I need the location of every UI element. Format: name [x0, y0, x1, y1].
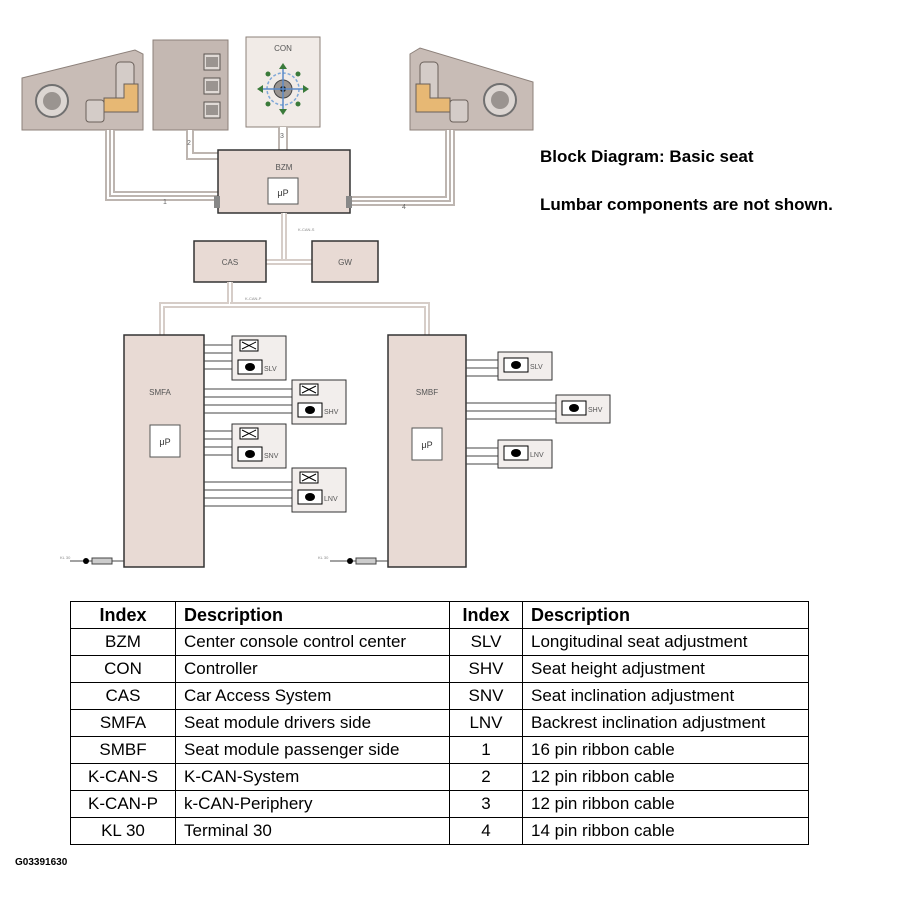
- smfa-label: SMFA: [149, 388, 171, 397]
- ribbon-3-label: 3: [280, 133, 284, 140]
- header-index-2: Index: [449, 601, 523, 629]
- description-cell: Seat inclination adjustment: [522, 682, 809, 710]
- index-table: Index Description Index Description BZM …: [70, 601, 809, 845]
- index-cell: 4: [449, 817, 523, 845]
- description-cell: 12 pin ribbon cable: [522, 763, 809, 791]
- header-description-1: Description: [175, 601, 450, 629]
- smfa-slv-label: SLV: [264, 366, 277, 373]
- description-cell: Center console control center: [175, 628, 450, 656]
- header-description-2: Description: [522, 601, 809, 629]
- index-cell: BZM: [70, 628, 176, 656]
- smfa-snv-motor: SNV: [231, 423, 287, 469]
- smbf-module: SMBF μP: [387, 334, 467, 568]
- table-row: BZM Center console control center SLV Lo…: [70, 628, 809, 656]
- description-cell: 16 pin ribbon cable: [522, 736, 809, 764]
- ribbon-2-label: 2: [187, 140, 191, 147]
- passenger-seat-switch-panel: [409, 47, 534, 131]
- index-cell: K-CAN-P: [70, 790, 176, 818]
- index-cell: LNV: [449, 709, 523, 737]
- index-cell: 1: [449, 736, 523, 764]
- table-row: CAS Car Access System SNV Seat inclinati…: [70, 682, 809, 710]
- ribbon-cables: [105, 127, 455, 206]
- smfa-wiring: [204, 344, 300, 507]
- block-diagram: CON 1 2: [21, 36, 611, 568]
- k-can-s-label: K-CAN-S: [298, 227, 315, 232]
- description-cell: Terminal 30: [175, 817, 450, 845]
- smbf-lnv-motor: LNV: [497, 439, 553, 469]
- smfa-lnv-motor: LNV: [291, 467, 347, 513]
- smfa-slv-motor: SLV: [231, 335, 287, 381]
- table-row: SMBF Seat module passenger side 1 16 pin…: [70, 736, 809, 764]
- description-cell: k-CAN-Periphery: [175, 790, 450, 818]
- smbf-shv-motor: SHV: [555, 394, 611, 424]
- smfa-snv-label: SNV: [264, 453, 279, 460]
- con-label: CON: [274, 44, 292, 53]
- header-index-1: Index: [70, 601, 176, 629]
- index-cell: 2: [449, 763, 523, 791]
- index-cell: KL 30: [70, 817, 176, 845]
- index-cell: SMBF: [70, 736, 176, 764]
- k-can-p-bus: [159, 282, 430, 335]
- smfa-microprocessor-label: μP: [159, 437, 170, 447]
- smfa-kl30-label: KL 30: [60, 555, 71, 560]
- smbf-slv-label: SLV: [530, 364, 543, 371]
- index-cell: SLV: [449, 628, 523, 656]
- index-cell: SHV: [449, 655, 523, 683]
- figure-code: G03391630: [15, 857, 68, 868]
- description-cell: K-CAN-System: [175, 763, 450, 791]
- index-cell: K-CAN-S: [70, 763, 176, 791]
- table-row: K-CAN-P k-CAN-Periphery 3 12 pin ribbon …: [70, 790, 809, 818]
- smfa-shv-label: SHV: [324, 409, 339, 416]
- smbf-kl30-feed: KL 30: [318, 555, 388, 565]
- ribbon-4-label: 4: [402, 204, 406, 211]
- description-cell: 12 pin ribbon cable: [522, 790, 809, 818]
- smbf-lnv-label: LNV: [530, 452, 544, 459]
- con-controller: CON: [245, 36, 321, 128]
- description-cell: Seat height adjustment: [522, 655, 809, 683]
- table-row: CON Controller SHV Seat height adjustmen…: [70, 655, 809, 683]
- description-cell: Seat module drivers side: [175, 709, 450, 737]
- description-cell: Seat module passenger side: [175, 736, 450, 764]
- index-cell: SNV: [449, 682, 523, 710]
- index-cell: SMFA: [70, 709, 176, 737]
- smbf-shv-label: SHV: [588, 407, 603, 414]
- smfa-kl30-feed: KL 30: [60, 555, 124, 565]
- cas-module: CAS: [193, 240, 267, 283]
- center-console-switch-panel: [152, 39, 229, 131]
- k-can-s-bus: [266, 213, 316, 265]
- ribbon-1-label: 1: [163, 199, 167, 206]
- bzm-module: BZM μP: [214, 149, 352, 214]
- table-header-row: Index Description Index Description: [70, 601, 809, 629]
- description-cell: 14 pin ribbon cable: [522, 817, 809, 845]
- smbf-slv-motor: SLV: [497, 351, 553, 381]
- smbf-kl30-label: KL 30: [318, 555, 329, 560]
- gateway-module: GW: [311, 240, 379, 283]
- description-cell: Longitudinal seat adjustment: [522, 628, 809, 656]
- table-row: KL 30 Terminal 30 4 14 pin ribbon cable: [70, 817, 809, 845]
- smbf-wiring: [466, 359, 560, 465]
- cas-label: CAS: [222, 258, 238, 267]
- index-cell: CAS: [70, 682, 176, 710]
- description-cell: Car Access System: [175, 682, 450, 710]
- driver-seat-switch-panel: [21, 49, 144, 131]
- index-cell: 3: [449, 790, 523, 818]
- description-cell: Controller: [175, 655, 450, 683]
- description-cell: Backrest inclination adjustment: [522, 709, 809, 737]
- smfa-shv-motor: SHV: [291, 379, 347, 425]
- diagram-note: Lumbar components are not shown.: [540, 195, 833, 214]
- table-row: K-CAN-S K-CAN-System 2 12 pin ribbon cab…: [70, 763, 809, 791]
- smfa-lnv-label: LNV: [324, 496, 338, 503]
- smbf-label: SMBF: [416, 388, 438, 397]
- smbf-microprocessor-label: μP: [421, 440, 432, 450]
- bzm-label: BZM: [276, 163, 293, 172]
- k-can-p-label: K-CAN-P: [245, 296, 262, 301]
- bzm-microprocessor-label: μP: [277, 188, 288, 198]
- table-row: SMFA Seat module drivers side LNV Backre…: [70, 709, 809, 737]
- gateway-label: GW: [338, 258, 352, 267]
- index-cell: CON: [70, 655, 176, 683]
- smfa-module: SMFA μP: [123, 334, 205, 568]
- diagram-title: Block Diagram: Basic seat: [540, 147, 754, 166]
